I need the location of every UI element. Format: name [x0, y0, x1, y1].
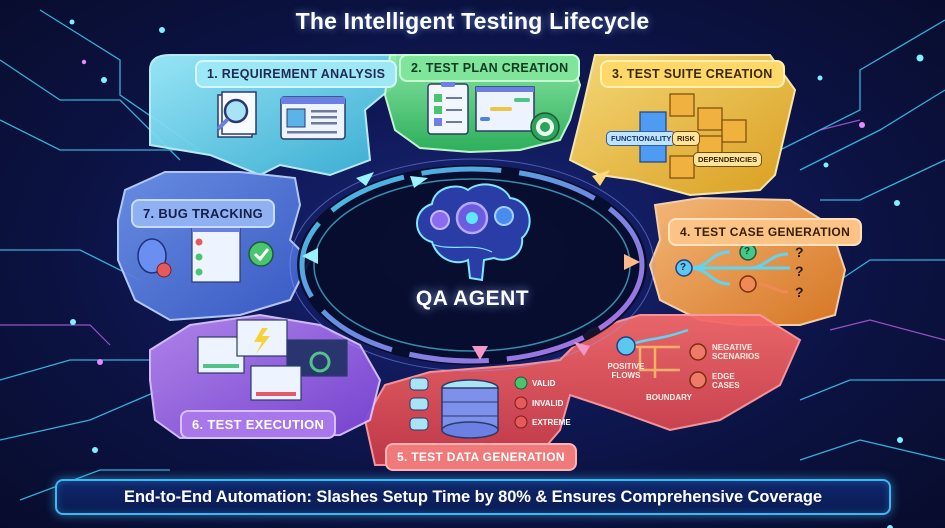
- brain-gears-icon: [416, 183, 531, 282]
- target-icon: [530, 112, 560, 142]
- stage-2-label: 2. TEST PLAN CREATION: [399, 54, 581, 82]
- positive-question-icon: [616, 336, 636, 356]
- q-mark: ?: [744, 246, 751, 257]
- question-icon: [675, 243, 757, 293]
- page-title: The Intelligent Testing Lifecycle: [295, 8, 650, 34]
- gantt-chart-icon: [475, 86, 535, 132]
- clipboard-checklist-icon: [427, 80, 469, 135]
- tag-functionality: FUNCTIONALITY: [606, 131, 677, 146]
- edge-question-icon: [689, 371, 707, 389]
- stage-3-label: 3. TEST SUITE CREATION: [600, 60, 785, 88]
- negative-scenarios-label: NEGATIVE SCENARIOS: [712, 343, 760, 361]
- data-extreme-label: EXTREME: [532, 418, 571, 427]
- stage-1-label: 1. REQUIREMENT ANALYSIS: [195, 60, 398, 88]
- stage-6-label: 6. TEST EXECUTION: [180, 410, 337, 439]
- footer-banner: End-to-End Automation: Slashes Setup Tim…: [55, 479, 891, 515]
- q-mark: ?: [795, 244, 804, 260]
- branching-arrows-icon: [689, 250, 790, 286]
- tag-risk: RISK: [672, 131, 700, 146]
- extreme-cross-icon: [514, 415, 528, 429]
- data-valid-label: VALID: [532, 379, 556, 388]
- positive-flows-label: POSITIVE FLOWS: [607, 362, 645, 380]
- cube-network-icon: [639, 93, 747, 179]
- stage-5-label: 5. TEST DATA GENERATION: [385, 443, 577, 471]
- q-mark: ?: [795, 284, 804, 300]
- q-mark: ?: [795, 263, 804, 279]
- profile-window-icon: [280, 96, 346, 140]
- document-magnifier-icon: [216, 91, 257, 138]
- issue-list-icon: [191, 226, 241, 283]
- negative-question-icon: [689, 343, 707, 361]
- boundary-label: BOUNDARY: [646, 393, 692, 402]
- stage-4-label: 4. TEST CASE GENERATION: [668, 218, 863, 246]
- stage-7-label: 7. BUG TRACKING: [131, 199, 276, 228]
- valid-check-icon: [514, 376, 528, 390]
- lightning-icon: [254, 328, 270, 354]
- bug-icon: [137, 238, 172, 278]
- q-mark: ?: [680, 262, 687, 273]
- scenario-arrows: [632, 345, 680, 378]
- gauge-icon: [309, 351, 331, 373]
- edge-cases-label: EDGE CASES: [712, 372, 740, 390]
- tag-dependencies: DEPENDENCIES: [693, 152, 763, 167]
- checkmark-icon: [248, 241, 274, 267]
- data-invalid-label: INVALID: [532, 399, 564, 408]
- database-icon: [409, 377, 499, 439]
- invalid-cross-icon: [514, 396, 528, 410]
- qa-agent-label: QA AGENT: [415, 287, 530, 310]
